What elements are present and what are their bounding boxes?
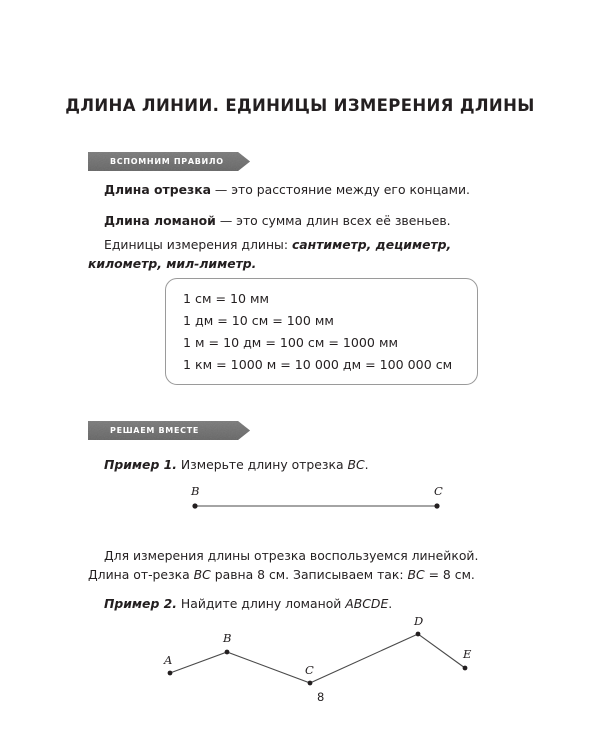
unit-conversion-row: 1 м = 10 дм = 100 см = 1000 мм	[183, 335, 398, 350]
unit-conversion-row: 1 км = 1000 м = 10 000 дм = 100 000 см	[183, 357, 453, 372]
polyline-point-c	[307, 680, 313, 686]
rule-units-continuation: лиметр.	[199, 256, 257, 271]
rule-definition-polyline-text: это сумма длин всех её звеньев.	[236, 213, 451, 228]
segment-bc-drawing	[192, 503, 440, 509]
example-1-text-before: Измерьте длину отрезка	[176, 457, 348, 472]
polyline-label-e: E	[463, 647, 472, 661]
rule-term-polyline: Длина ломаной	[104, 213, 216, 228]
segment-point-b	[192, 503, 198, 509]
solution-1-segment-1: BC	[193, 567, 211, 582]
banner-arrow-shape	[88, 421, 250, 440]
example-2-polyline-name: ABCDE	[345, 596, 389, 611]
rule-units-names: сантиметр, дециметр, километр, ми	[88, 237, 452, 271]
example-1-segment-name: BC	[347, 457, 365, 472]
unit-conversion-row: 1 см = 10 мм	[183, 291, 270, 306]
rule-dash-2: —	[215, 213, 237, 228]
unit-conversion-list: 1 см = 10 мм 1 дм = 10 см = 100 мм 1 м =…	[183, 288, 452, 376]
solution-1-part-1: Для измерения длины отрезка воспользуемс…	[88, 548, 479, 582]
rule-units-list: Единицы измерения длины: сантиметр, деци…	[88, 235, 508, 273]
polyline-label-c: C	[305, 663, 314, 677]
section-banner-rule: ВСПОМНИМ ПРАВИЛО	[88, 152, 250, 171]
page-title: ДЛИНА ЛИНИИ. ЕДИНИЦЫ ИЗМЕРЕНИЯ ДЛИНЫ	[65, 96, 535, 115]
polyline-label-d: D	[414, 614, 424, 628]
rule-dash-1: —	[210, 182, 232, 197]
rule-definition-segment: Длина отрезка — это расстояние между его…	[104, 180, 504, 199]
rule-units-lead: Единицы измерения длины:	[104, 237, 292, 252]
section-banner-solve: РЕШАЕМ ВМЕСТЕ	[88, 421, 250, 440]
unit-conversion-row: 1 дм = 10 см = 100 мм	[183, 313, 334, 328]
example-2-prompt: Пример 2. Найдите длину ломаной ABCDE.	[104, 594, 504, 613]
segment-label-c: C	[434, 484, 443, 498]
example-2-text-before: Найдите длину ломаной	[176, 596, 346, 611]
figure-segment-bc: B C	[150, 484, 490, 518]
example-2-heading: Пример 2.	[104, 596, 177, 611]
polyline-label-b: B	[223, 631, 232, 645]
banner-arrow-shape	[88, 152, 250, 171]
figure-polyline-abcde: A B C D E 8	[150, 612, 500, 712]
polyline-bottom-number: 8	[317, 690, 325, 704]
polyline-abcde-path	[169, 633, 466, 684]
polyline-point-d	[415, 631, 421, 637]
segment-label-b: B	[191, 484, 200, 498]
example-1-text-after: .	[364, 457, 369, 472]
section-banner-solve-label: РЕШАЕМ ВМЕСТЕ	[110, 426, 200, 435]
polyline-abcde-drawing	[167, 631, 468, 686]
segment-point-c	[434, 503, 440, 509]
polyline-point-a	[167, 670, 173, 676]
rule-term-segment: Длина отрезка	[104, 182, 211, 197]
section-banner-rule-label: ВСПОМНИМ ПРАВИЛО	[110, 157, 224, 166]
solution-1-part-2: равна 8 см. Записываем так:	[210, 567, 408, 582]
solution-1-segment-2: BC	[407, 567, 425, 582]
solution-1-paragraph: Для измерения длины отрезка воспользуемс…	[88, 546, 512, 584]
unit-conversion-box: 1 см = 10 мм 1 дм = 10 см = 100 мм 1 м =…	[165, 278, 478, 385]
example-1-prompt: Пример 1. Измерьте длину отрезка BC.	[104, 455, 504, 474]
example-1-heading: Пример 1.	[104, 457, 177, 472]
example-2-text-after: .	[388, 596, 393, 611]
rule-definition-segment-text: это расстояние между его концами.	[231, 182, 470, 197]
polyline-point-b	[224, 649, 230, 655]
polyline-point-e	[462, 665, 468, 671]
solution-1-part-3: = 8 см.	[424, 567, 475, 582]
rule-units-hyphen: л-	[185, 256, 200, 271]
rule-definition-polyline: Длина ломаной — это сумма длин всех её з…	[104, 211, 504, 230]
polyline-label-a: A	[164, 653, 173, 667]
